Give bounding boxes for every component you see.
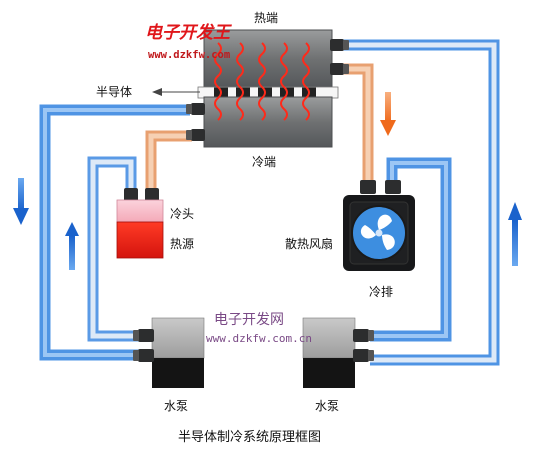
arrow-down-left <box>13 178 29 225</box>
cold-block <box>203 96 333 148</box>
hot-block <box>203 29 333 89</box>
pipe-warm-coldhead <box>145 130 192 192</box>
cold-head-block <box>116 199 164 223</box>
arrow-up-left <box>65 222 79 270</box>
pipe-warm-hot <box>340 63 374 183</box>
radiator-fan-assembly <box>343 180 415 271</box>
heat-wave <box>214 42 222 121</box>
flow-arrows <box>13 92 522 270</box>
label-fan: 散热风扇 <box>285 236 333 251</box>
fan-blades <box>360 214 395 250</box>
watermark-middle: 电子开发网 www.dzkfw.com.cn <box>206 312 312 345</box>
label-cold-head: 冷头 <box>170 207 194 221</box>
label-pump-left: 水泵 <box>164 399 188 413</box>
label-cold-end: 冷端 <box>252 155 276 169</box>
watermark-url: www.dzkfw.com <box>148 49 230 61</box>
heat-source-block <box>116 221 164 259</box>
watermark-top: 电子开发王 www.dzkfw.com <box>145 23 232 61</box>
label-heat-source: 热源 <box>170 237 194 251</box>
label-hot-end: 热端 <box>254 11 278 25</box>
heat-wave <box>258 42 266 121</box>
heat-waves <box>214 42 310 121</box>
pump-left <box>133 317 205 388</box>
watermark-title-2: 电子开发网 <box>214 312 284 328</box>
label-pump-right: 水泵 <box>315 399 339 413</box>
heat-wave <box>280 42 288 121</box>
peltier-assembly <box>186 29 349 148</box>
pipes <box>39 39 500 366</box>
arrow-up-right <box>508 202 522 266</box>
heat-wave <box>302 42 310 121</box>
arrow-down-hot <box>380 92 396 136</box>
watermark-url-2: www.dzkfw.com.cn <box>206 332 312 345</box>
cold-head-assembly <box>116 188 164 259</box>
watermark-title: 电子开发王 <box>145 23 232 43</box>
pump-right <box>302 317 374 388</box>
heat-wave <box>236 42 244 121</box>
label-semiconductor: 半导体 <box>96 85 132 99</box>
label-radiator: 冷排 <box>369 285 393 299</box>
diagram-caption: 半导体制冷系统原理框图 <box>178 430 321 445</box>
semiconductor-pointer <box>152 88 200 96</box>
